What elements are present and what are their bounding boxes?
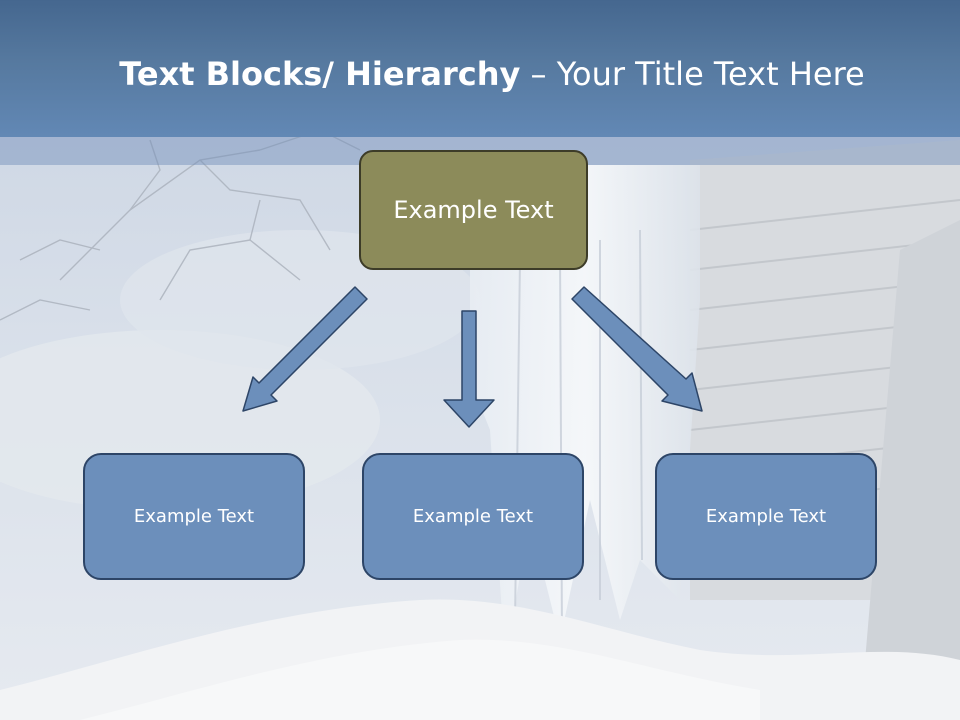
- slide-title-bold: Text Blocks/ Hierarchy: [119, 55, 521, 93]
- child-box-label: Example Text: [133, 506, 255, 527]
- top-level-box: Example Text: [359, 150, 588, 270]
- child-box-left: Example Text: [83, 453, 305, 580]
- slide-title: Text Blocks/ Hierarchy – Your Title Text…: [0, 50, 960, 98]
- slide-title-rest: – Your Title Text Here: [520, 55, 865, 93]
- child-box-middle: Example Text: [362, 453, 584, 580]
- arrow-middle: [443, 310, 495, 428]
- child-box-label: Example Text: [705, 506, 827, 527]
- child-box-label: Example Text: [412, 506, 534, 527]
- top-level-box-label: Example Text: [393, 196, 554, 224]
- arrow-right: [571, 286, 703, 412]
- title-bar: [0, 0, 960, 137]
- child-box-right: Example Text: [655, 453, 877, 580]
- arrow-left: [242, 286, 368, 412]
